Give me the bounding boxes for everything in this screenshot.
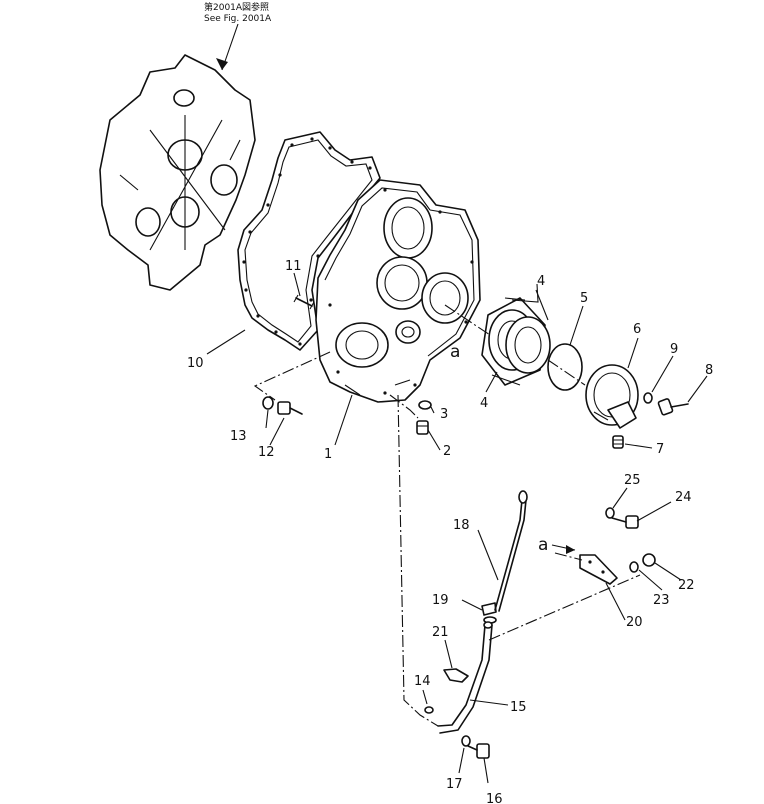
label-part-13: 13 (230, 429, 247, 444)
label-part-17: 17 (446, 777, 463, 792)
leader-lines (206, 272, 708, 784)
o-ring-3 (418, 400, 432, 410)
bolt-16 (467, 743, 490, 759)
tube (437, 621, 493, 734)
washer-25 (605, 507, 615, 519)
label-part-12: 12 (258, 445, 275, 460)
label-part-24: 24 (675, 490, 692, 505)
bolt-12 (277, 401, 303, 415)
label-part-2: 2 (443, 444, 451, 459)
label-part-22: 22 (678, 578, 695, 593)
o-ring-14 (424, 706, 434, 714)
label-part-4-upper: 4 (537, 274, 545, 289)
bearing-housing-gaskets (481, 297, 551, 386)
o-ring (547, 343, 583, 391)
washer-17 (461, 735, 471, 747)
washer-13 (262, 396, 274, 410)
reference-note-en: See Fig. 2001A (204, 14, 272, 24)
bolt-8 (657, 398, 689, 416)
plug-2 (416, 420, 429, 435)
dowel-pin (293, 294, 315, 310)
dipstick (494, 490, 528, 612)
cut-marker-lower-label: a (538, 535, 548, 555)
label-part-15: 15 (510, 700, 527, 715)
label-part-8: 8 (705, 363, 713, 378)
gasket-outline (237, 131, 381, 351)
label-part-4-lower: 4 (480, 396, 488, 411)
label-part-11: 11 (285, 259, 302, 274)
cover-assembly (585, 364, 639, 429)
label-part-21: 21 (432, 625, 449, 640)
label-part-14: 14 (414, 674, 431, 689)
plug (612, 435, 624, 449)
label-part-7: 7 (656, 442, 664, 457)
washer-9 (643, 392, 653, 404)
clip-19 (481, 602, 497, 624)
cut-marker-upper: a (450, 342, 460, 362)
bolt-24 (611, 515, 639, 529)
assembly-lines (253, 304, 641, 727)
nut-22 (642, 553, 656, 567)
label-part-25: 25 (624, 473, 641, 488)
bracket-plate (579, 554, 618, 585)
rear-housing-outline (99, 54, 256, 291)
washer-23 (629, 561, 639, 573)
cut-marker-upper-label: a (450, 342, 460, 362)
label-part-6: 6 (633, 322, 641, 337)
cut-marker-lower: a (538, 535, 576, 555)
label-part-18: 18 (453, 518, 470, 533)
label-part-23: 23 (653, 593, 670, 608)
label-part-1: 1 (324, 447, 332, 462)
label-part-16: 16 (486, 792, 503, 804)
reference-note: 第2001A図参照 See Fig. 2001A (204, 1, 272, 71)
label-part-20: 20 (626, 615, 643, 630)
label-part-9: 9 (670, 342, 678, 357)
part-labels: 1 2 3 4 4 5 6 7 8 9 10 11 12 13 14 15 16… (187, 259, 713, 804)
label-part-10: 10 (187, 356, 204, 371)
clamp-21 (443, 668, 469, 683)
front-cover (315, 179, 481, 403)
label-part-19: 19 (432, 593, 449, 608)
label-part-3: 3 (440, 407, 448, 422)
label-part-5: 5 (580, 291, 588, 306)
reference-note-jp: 第2001A図参照 (204, 1, 269, 13)
